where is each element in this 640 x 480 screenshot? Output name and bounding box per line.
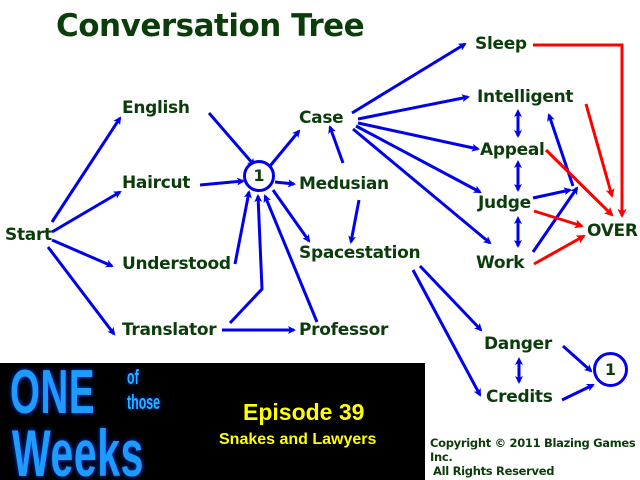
page-title: Conversation Tree [56, 8, 365, 44]
node-danger: Danger [484, 334, 552, 354]
node-spacestation: Spacestation [299, 243, 421, 263]
node-professor: Professor [299, 320, 389, 340]
episode-number: Episode 39 [243, 399, 365, 425]
episode-subtitle: Snakes and Lawyers [219, 431, 377, 448]
node-case: Case [299, 108, 344, 128]
logo-of-text: of [127, 367, 139, 389]
hub-node-1: 1 [243, 160, 275, 192]
logo-weeks-text: Weeks [12, 416, 145, 480]
node-credits: Credits [486, 387, 553, 407]
rights-line: All Rights Reserved [433, 464, 555, 478]
node-english: English [122, 98, 190, 118]
node-translator: Translator [122, 320, 217, 340]
node-start: Start [5, 225, 52, 245]
node-understood: Understood [122, 254, 231, 274]
episode-banner: ONE of those Weeks Episode 39 Snakes and… [0, 358, 425, 480]
logo-one-text: ONE [10, 358, 96, 427]
node-work: Work [476, 253, 525, 273]
node-judge: Judge [478, 193, 531, 213]
copyright-line: Copyright © 2011 Blazing Games Inc. [430, 436, 636, 464]
node-over: OVER [587, 221, 638, 241]
node-sleep: Sleep [475, 34, 527, 54]
node-intelligent: Intelligent [477, 87, 574, 107]
node-medusian: Medusian [299, 174, 389, 194]
node-appeal: Appeal [480, 140, 545, 160]
copyright-notice: Copyright © 2011 Blazing Games Inc. All … [430, 436, 640, 478]
node-haircut: Haircut [122, 173, 191, 193]
hub-node-1-end: 1 [593, 352, 628, 387]
logo-those-text: those [127, 392, 161, 414]
